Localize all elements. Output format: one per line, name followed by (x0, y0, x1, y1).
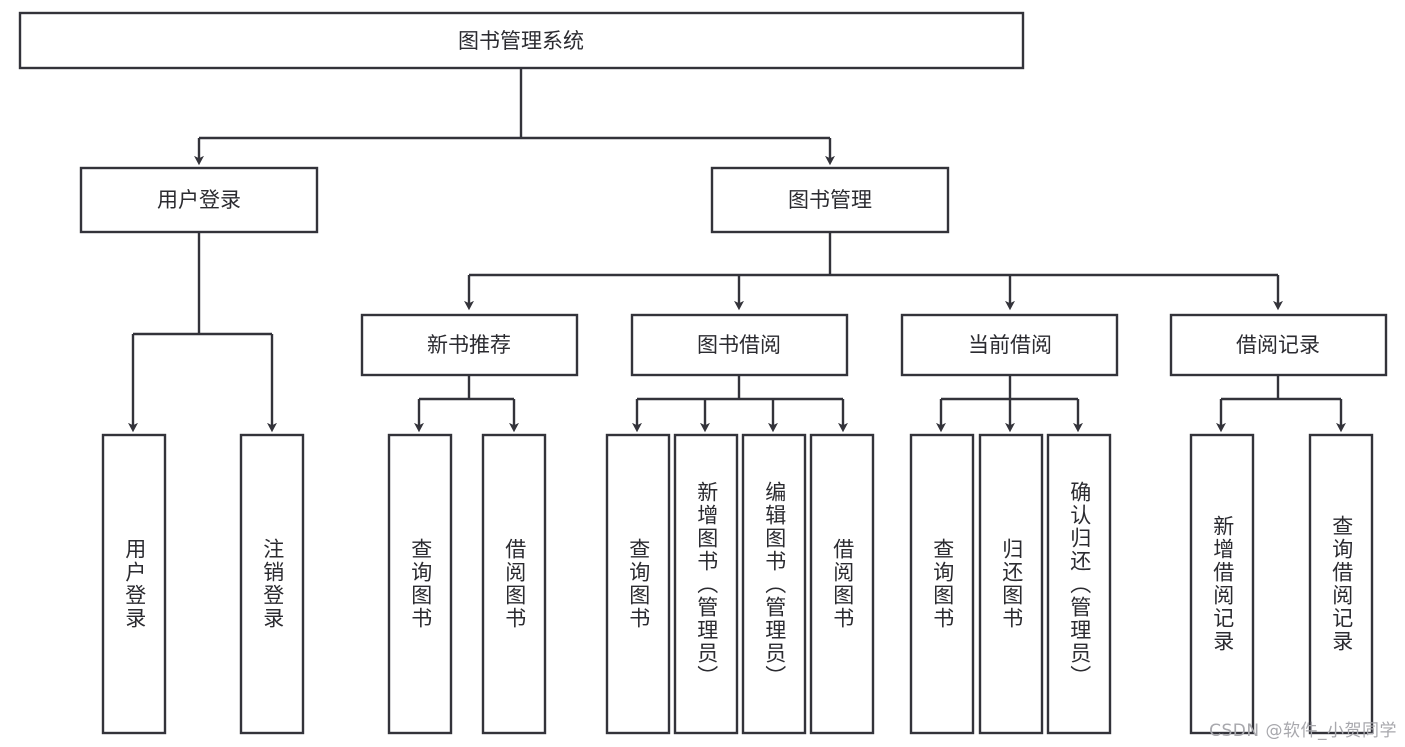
connector-userlogin-to-leaves (128, 232, 277, 433)
leaf-book-borrow-3[interactable] (809, 433, 875, 735)
leaf-new-book-recommend-1[interactable] (481, 433, 547, 735)
node-current-borrow-label: 当前借阅 (968, 333, 1052, 357)
connector-bookmgmt-to-level2 (464, 232, 1283, 311)
csdn-watermark: CSDN @软件_小贺同学 (1209, 721, 1397, 741)
connector-currentborrow-to-leaves (936, 375, 1083, 433)
node-book-borrow-label: 图书借阅 (697, 333, 781, 357)
leaf-current-borrow-1[interactable] (978, 433, 1044, 735)
node-new-book-recommend[interactable]: 新书推荐 (360, 313, 579, 377)
leaf-book-borrow-0[interactable] (605, 433, 671, 735)
leaf-borrow-record-1[interactable] (1308, 433, 1374, 735)
node-book-borrow[interactable]: 图书借阅 (630, 313, 849, 377)
leaf-new-book-recommend-0[interactable] (387, 433, 453, 735)
node-book-management[interactable]: 图书管理 (710, 166, 950, 234)
node-user-login[interactable]: 用户登录 (79, 166, 319, 234)
node-current-borrow[interactable]: 当前借阅 (900, 313, 1119, 377)
leaf-current-borrow-0[interactable] (909, 433, 975, 735)
node-book-management-label: 图书管理 (788, 188, 872, 212)
node-root[interactable]: 图书管理系统 (18, 11, 1025, 70)
connector-borrowrecord-to-leaves (1216, 375, 1346, 433)
leaf-user-login-0[interactable] (101, 433, 167, 735)
leaf-user-login-1[interactable] (239, 433, 305, 735)
leaf-borrow-record-0[interactable] (1189, 433, 1255, 735)
connector-newbook-to-leaves (414, 375, 519, 433)
connector-root-to-level1 (194, 68, 835, 166)
node-new-book-recommend-label: 新书推荐 (427, 333, 511, 357)
node-borrow-record[interactable]: 借阅记录 (1169, 313, 1388, 377)
connector-bookborrow-to-leaves (632, 375, 848, 433)
leaf-book-borrow-1[interactable] (673, 433, 739, 735)
node-root-label: 图书管理系统 (458, 29, 584, 53)
node-user-login-label: 用户登录 (157, 188, 241, 212)
leaf-current-borrow-2[interactable] (1046, 433, 1112, 735)
leaf-book-borrow-2[interactable] (741, 433, 807, 735)
node-borrow-record-label: 借阅记录 (1236, 333, 1320, 357)
